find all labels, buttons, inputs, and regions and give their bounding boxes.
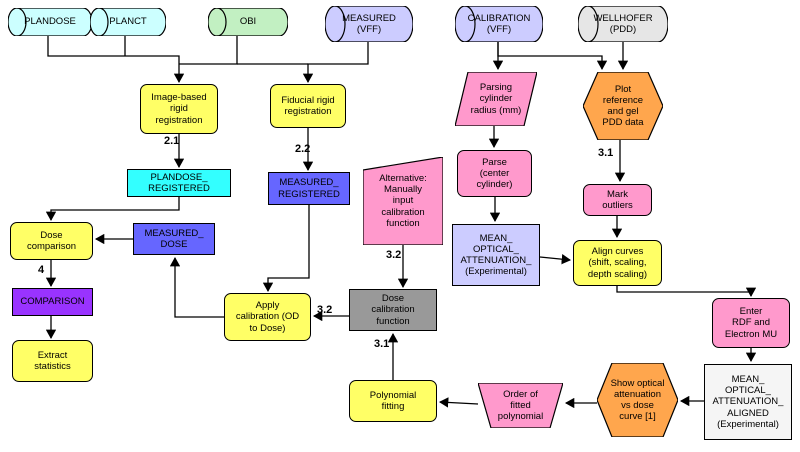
stored-data-shape — [90, 8, 166, 36]
node-align-curves: Align curves (shift, scaling, depth scal… — [573, 240, 662, 286]
node-label: PLANDOSE_ REGISTERED — [148, 171, 210, 194]
node-label: MEAN_ OPTICAL_ ATTENUATION_ ALIGNED (Exp… — [712, 373, 784, 430]
node-label: COMPARISON — [20, 296, 85, 308]
node-order-fitted-polynomial: Order of fitted polynomial — [478, 383, 563, 428]
node-enter-rdf: Enter RDF and Electron MU — [712, 298, 790, 348]
node-label: Extract statistics — [34, 349, 71, 372]
edge-label-2-1: 2.1 — [164, 135, 180, 147]
node-plandose-registered: PLANDOSE_ REGISTERED — [127, 169, 231, 197]
node-measured-registered: MEASURED_ REGISTERED — [268, 172, 350, 205]
node-obi: OBI — [208, 8, 288, 36]
node-dose-calibration-function: Dose calibration function — [349, 289, 437, 331]
node-mean-oa-aligned: MEAN_ OPTICAL_ ATTENUATION_ ALIGNED (Exp… — [704, 364, 792, 440]
edge-label-4: 4 — [38, 264, 45, 276]
node-wellhofer-pdd: WELLHOFER (PDD) — [578, 6, 668, 42]
stored-data-shape — [325, 6, 413, 42]
node-calibration-vff: CALIBRATION (VFF) — [455, 6, 543, 42]
node-label: Align curves (shift, scaling, depth scal… — [587, 246, 648, 280]
node-label: CALIBRATION (VFF) — [467, 12, 531, 35]
node-polynomial-fitting: Polynomial fitting — [349, 380, 437, 422]
node-label: MEAN_ OPTICAL_ ATTENUATION_ (Experimenta… — [460, 232, 532, 278]
node-show-optical-attenuation: Show optical attenuation vs dose curve [… — [597, 363, 678, 437]
edge-label-2-2: 2.2 — [295, 143, 311, 155]
node-label: Parse (center cylinder) — [476, 156, 513, 191]
node-measured-vff: MEASURED (VFF) — [325, 6, 413, 42]
node-label: Fiducial rigid registration — [281, 94, 335, 117]
node-mark-outliers: Mark outliers — [583, 184, 652, 216]
node-image-based-registration: Image-based rigid registration — [140, 84, 218, 134]
node-fiducial-registration: Fiducial rigid registration — [270, 84, 346, 128]
node-label: Dose comparison — [26, 229, 77, 252]
node-label: PLANCT — [109, 16, 147, 28]
node-label: PLANDOSE — [24, 16, 76, 28]
stored-data-shape — [455, 6, 543, 42]
hexagon-shape — [583, 72, 663, 140]
connectors — [45, 36, 757, 409]
node-plot-reference: Plot reference and gel PDD data — [583, 72, 663, 140]
node-label: MEASURED (VFF) — [342, 12, 396, 35]
node-label: Parsing cylinder radius (mm) — [470, 82, 522, 116]
parallelogram-shape — [455, 72, 537, 126]
node-label: Dose calibration function — [371, 293, 415, 327]
node-apply-calibration: Apply calibration (OD to Dose) — [224, 293, 311, 341]
node-label: Enter RDF and Electron MU — [724, 306, 778, 340]
edge-label-3-1-b: 3.1 — [598, 147, 614, 159]
node-planct: PLANCT — [90, 8, 166, 36]
hexagon-shape — [597, 363, 678, 437]
stored-data-shape — [208, 8, 288, 36]
manual-input-shape — [363, 157, 443, 245]
node-label: Polynomial fitting — [369, 389, 417, 412]
node-label: Mark outliers — [602, 188, 633, 211]
node-alternative-manual-input: Alternative: Manually input calibration … — [363, 157, 443, 245]
node-label: Apply calibration (OD to Dose) — [235, 300, 300, 334]
node-label: MEASURED_ DOSE — [144, 227, 204, 250]
node-label: OBI — [239, 16, 257, 28]
node-label: Order of fitted polynomial — [497, 388, 544, 423]
node-measured-dose: MEASURED_ DOSE — [133, 223, 215, 255]
node-label: Alternative: Manually input calibration … — [379, 172, 427, 229]
manual-operation-shape — [478, 383, 563, 428]
node-label: MEASURED_ REGISTERED — [278, 177, 340, 200]
node-plandose: PLANDOSE — [8, 8, 92, 36]
stored-data-shape — [8, 8, 92, 36]
node-comparison: COMPARISON — [12, 288, 93, 316]
node-extract-statistics: Extract statistics — [12, 340, 93, 382]
node-label: WELLHOFER (PDD) — [593, 12, 653, 35]
node-parse-center-cylinder: Parse (center cylinder) — [457, 150, 532, 197]
edge-label-3-2-a: 3.2 — [386, 249, 402, 261]
node-dose-comparison: Dose comparison — [10, 222, 93, 260]
node-mean-oa-experimental: MEAN_ OPTICAL_ ATTENUATION_ (Experimenta… — [452, 224, 540, 286]
edge-label-3-2-b: 3.2 — [317, 304, 333, 316]
node-parsing-cylinder-radius: Parsing cylinder radius (mm) — [455, 72, 537, 126]
node-label: Image-based rigid registration — [151, 92, 207, 126]
node-label: Plot reference and gel PDD data — [602, 83, 644, 129]
edge-label-3-1-a: 3.1 — [374, 338, 390, 350]
node-label: Show optical attenuation vs dose curve [… — [610, 377, 665, 423]
stored-data-shape — [578, 6, 668, 42]
